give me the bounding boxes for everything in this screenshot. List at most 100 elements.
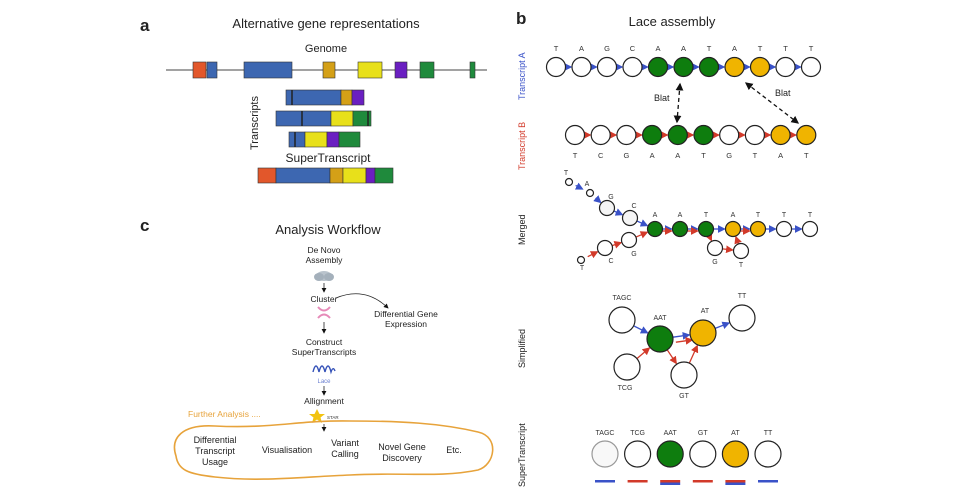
step-cluster: Cluster	[311, 294, 338, 304]
transcript-b-base: A	[675, 151, 680, 160]
merged-node	[775, 220, 793, 238]
edge-arrow	[574, 182, 584, 190]
coverage-bar	[660, 482, 681, 485]
merged-node	[697, 220, 715, 238]
further-analysis-outline	[173, 420, 494, 480]
merged-base: A	[585, 181, 590, 188]
transcript-a-base: T	[758, 44, 763, 53]
merged-node	[801, 220, 819, 238]
supertranscript-node	[689, 440, 717, 468]
transcript-a-node	[749, 56, 771, 78]
supertranscript-node-label: AAT	[664, 430, 678, 437]
further-analysis-label: Further Analysis ....	[188, 409, 261, 419]
transcript-a-node	[724, 56, 745, 78]
genome-label: Genome	[305, 43, 347, 55]
genome-track	[166, 61, 487, 79]
edge-arrow	[722, 245, 734, 254]
transcript-a-base: T	[809, 44, 814, 53]
edge-arrow	[705, 232, 713, 242]
merged-base: C	[631, 203, 636, 210]
simplified-node-label: GT	[679, 393, 689, 400]
supertranscript-node	[623, 440, 652, 468]
lace-logo-label: Lace	[317, 379, 331, 385]
star-logo-label: STAR	[327, 415, 339, 420]
cluster-icon	[317, 306, 331, 319]
simplified-node	[689, 319, 717, 347]
transcript-b-node	[719, 124, 740, 146]
simplified-node	[646, 325, 674, 353]
edge-arrow	[636, 219, 649, 227]
step-allignment: Allignment	[304, 396, 344, 406]
transcript-b-node	[796, 124, 817, 146]
supertranscript-node	[656, 440, 684, 468]
simplified-node-label: TT	[738, 293, 747, 300]
merged-node	[596, 239, 614, 257]
supertranscript-node-label: AT	[731, 430, 740, 437]
row-label-simplified: Simplified	[517, 329, 527, 368]
transcript-a-base: T	[554, 44, 559, 53]
star-icon: STAR	[309, 409, 339, 423]
transcript-a-base: T	[707, 44, 712, 53]
transcript-b-base: G	[623, 151, 629, 160]
supertranscript-node	[591, 440, 619, 468]
edge-arrow	[635, 231, 649, 239]
panel-c-title: Analysis Workflow	[275, 222, 381, 237]
merged-node	[646, 220, 664, 238]
edge-arrow	[593, 195, 602, 204]
merged-node	[749, 220, 767, 238]
simplified-node-label: AAT	[653, 315, 667, 322]
transcript-b-node	[564, 124, 586, 146]
cloud-icon	[314, 271, 334, 281]
merged-node	[732, 242, 750, 260]
transcript-b-node	[770, 124, 791, 146]
panel-c-letter: c	[140, 216, 149, 235]
lace-logo-icon: Lace	[312, 365, 336, 385]
transcript-3	[288, 131, 361, 148]
panel-a-letter: a	[140, 16, 150, 35]
transcript-b-base: T	[701, 151, 706, 160]
transcript-a-base: G	[604, 44, 610, 53]
panel-a-title: Alternative gene representations	[232, 16, 420, 31]
merged-base: A	[678, 212, 683, 219]
transcript-b-base: A	[650, 151, 655, 160]
transcript-2	[275, 110, 372, 127]
transcript-b-base: T	[753, 151, 758, 160]
transcript-a-base: C	[630, 44, 636, 53]
transcript-b-node	[590, 124, 611, 146]
transcript-a-node	[673, 56, 694, 78]
transcript-a-base: A	[579, 44, 584, 53]
transcript-b-node	[641, 124, 663, 146]
edge-arrow	[613, 208, 624, 216]
item-visualisation: Visualisation	[262, 445, 312, 455]
edge-arrow	[734, 235, 742, 245]
merged-node	[598, 199, 616, 217]
simplified-node	[670, 361, 698, 389]
transcript-1	[285, 89, 365, 106]
coverage-bar	[758, 480, 778, 483]
supertranscript-label: SuperTranscript	[286, 151, 372, 165]
edge-arrow	[611, 241, 623, 249]
transcript-a-node	[596, 56, 618, 78]
edge-arrow	[633, 325, 649, 334]
transcript-b-base: A	[778, 151, 783, 160]
simplified-node	[608, 306, 636, 334]
transcript-b-base: T	[804, 151, 809, 160]
simplified-node-label: TAGC	[613, 295, 632, 302]
edge-arrow	[666, 349, 677, 365]
merged-base: T	[580, 265, 585, 272]
arrow-to-dge	[335, 293, 389, 309]
merged-base: G	[712, 259, 717, 266]
merged-node	[564, 177, 574, 187]
merged-base: C	[608, 258, 613, 265]
merged-base: A	[731, 212, 736, 219]
merged-node	[585, 188, 595, 198]
blat-arrows: Blat Blat	[654, 82, 800, 124]
